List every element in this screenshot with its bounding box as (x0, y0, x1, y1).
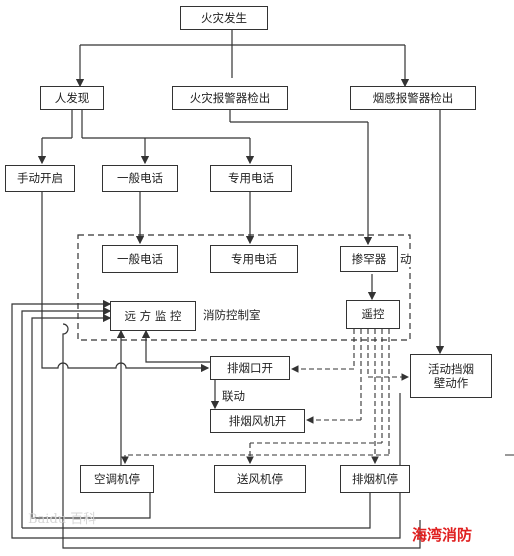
node-dedicated-phone-2: 专用电话 (210, 245, 298, 273)
node-manual-start: 手动开启 (5, 165, 75, 192)
node-fire: 火灾发生 (180, 6, 268, 30)
node-smoke-detector: 烟感报警器检出 (350, 86, 476, 110)
control-room-label: 消防控制室 (203, 307, 261, 323)
watermark-brand: 海湾消防 (412, 526, 473, 544)
node-smoke-barrier: 活动挡烟 壁动作 (410, 354, 492, 398)
node-dedicated-phone-1: 专用电话 (210, 165, 292, 192)
node-general-phone-1: 一般电话 (102, 165, 178, 192)
node-smoke-fan-on: 排烟风机开 (210, 409, 305, 433)
node-general-phone-2: 一般电话 (102, 245, 178, 273)
node-ac-stop: 空调机停 (80, 465, 154, 493)
node-person-discovers: 人发现 (40, 86, 104, 110)
linkage-label: 联动 (222, 388, 245, 404)
node-remote-control: 遥控 (346, 300, 400, 329)
node-fire-detector: 火灾报警器检出 (172, 86, 288, 110)
node-exhaust-stop: 排烟机停 (340, 465, 410, 493)
control-room-frame (77, 234, 411, 341)
smoke-barrier-line-1: 活动挡烟 (428, 361, 474, 376)
control-room-edge-label: 动 (400, 251, 412, 267)
node-remote-monitor: 远 方 监 控 (110, 301, 196, 331)
node-supply-fan-stop: 送风机停 (214, 465, 306, 493)
node-smoke-outlet-open: 排烟口开 (210, 356, 290, 380)
smoke-barrier-line-2: 壁动作 (433, 376, 469, 390)
node-alarm: 掺罕器 (340, 246, 398, 272)
watermark-baidu: Baidu 百科 (28, 512, 97, 527)
